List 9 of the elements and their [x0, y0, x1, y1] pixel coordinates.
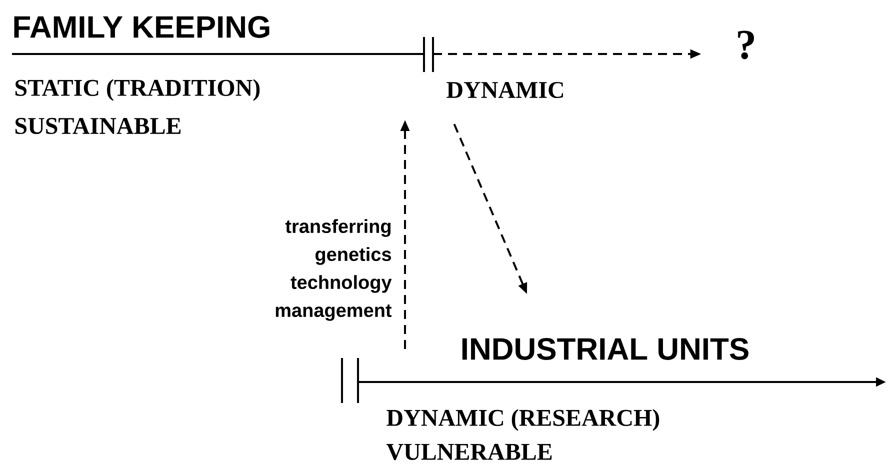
label-text: VULNERABLE [386, 444, 552, 460]
label-text: STATIC (TRADITION) [15, 79, 260, 101]
title-text: FAMILY KEEPING [14, 16, 270, 38]
edge-label: transferring genetics technology management [276, 219, 392, 321]
question-mark: ? [738, 30, 754, 60]
timeline-label: DYNAMIC [446, 82, 563, 98]
label-text: DYNAMIC (RESEARCH) [386, 409, 660, 431]
title-text: INDUSTRIAL UNITS [462, 338, 748, 360]
label-text: SUSTAINABLE [15, 118, 181, 134]
